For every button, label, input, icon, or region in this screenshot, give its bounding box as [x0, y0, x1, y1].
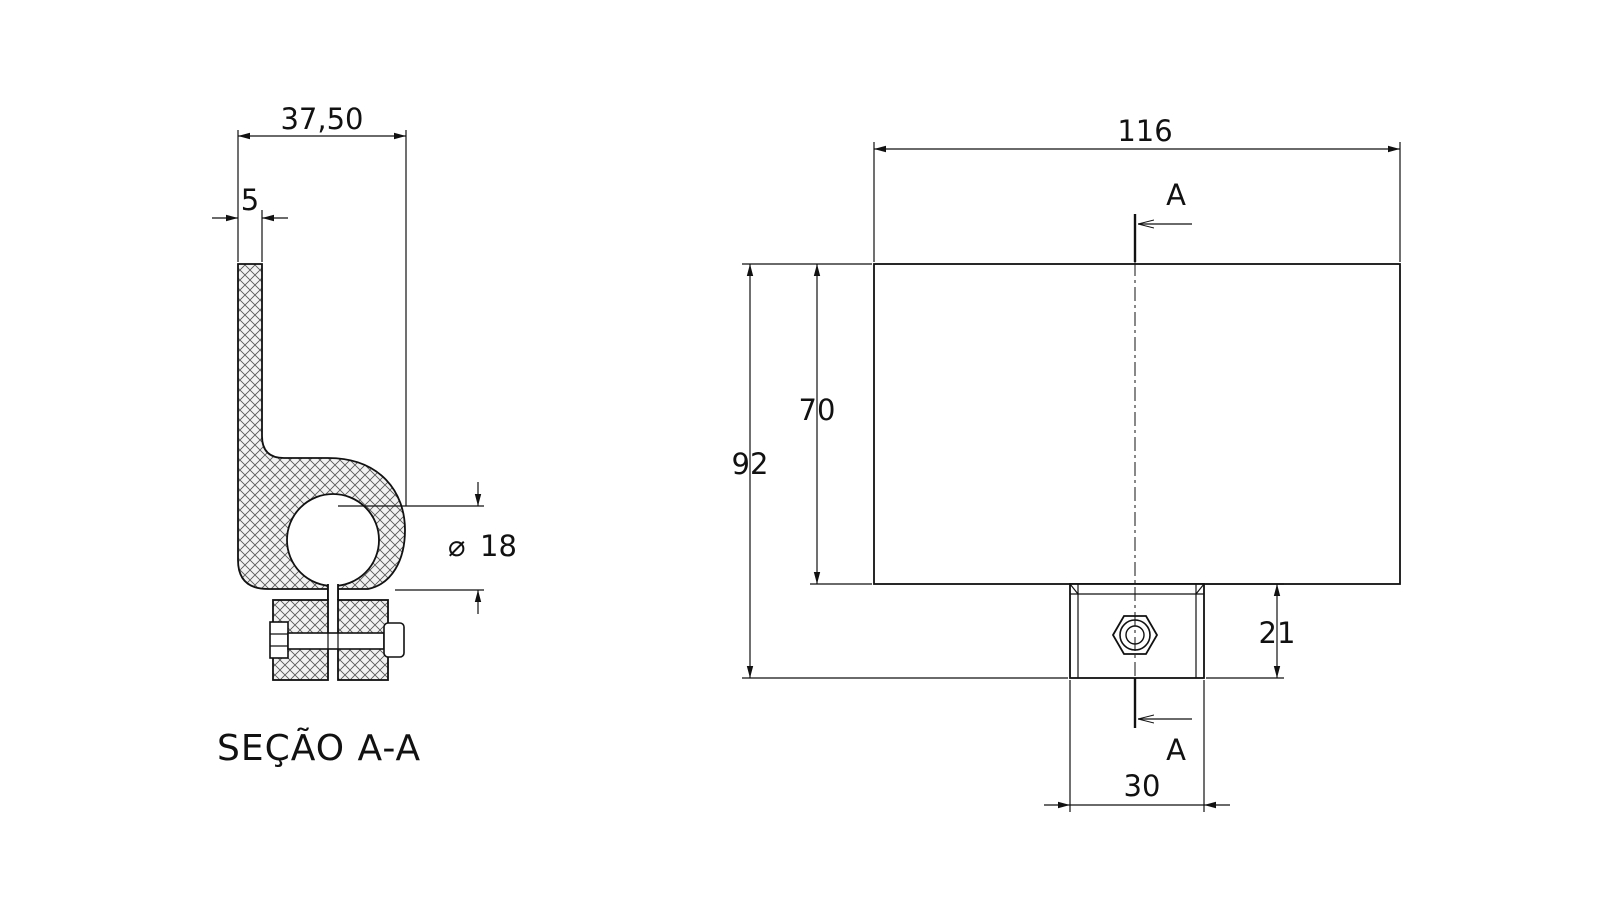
dim-clamp-width-label: 30 — [1124, 769, 1161, 803]
dim-clamp-width: 30 — [1044, 680, 1230, 812]
dim-clamp-height-label: 21 — [1259, 616, 1296, 650]
dim-hole-diameter: ⌀ 18 — [338, 482, 517, 614]
section-cut-bottom: A — [1133, 678, 1192, 767]
dim-plate-height-label: 70 — [799, 393, 836, 427]
diameter-symbol: ⌀ — [448, 529, 465, 563]
section-slot — [328, 584, 338, 602]
section-caption: SEÇÃO A-A — [217, 727, 421, 769]
dim-hole-diameter-label: 18 — [480, 529, 517, 563]
dim-overall-width: 37,50 — [237, 102, 407, 506]
dim-total-width: 116 — [873, 114, 1401, 262]
dim-plate-thickness: 5 — [212, 183, 288, 262]
dim-overall-width-label: 37,50 — [280, 102, 363, 136]
section-cut-top: A — [1133, 178, 1192, 262]
section-label-bottom: A — [1166, 733, 1186, 767]
dim-total-height-label: 92 — [732, 447, 769, 481]
bolt-icon — [269, 621, 405, 659]
dim-total-width-label: 116 — [1117, 114, 1172, 148]
section-hole — [286, 493, 380, 587]
front-view: A A 116 92 70 — [732, 114, 1401, 812]
nut-icon — [1111, 615, 1159, 655]
dim-plate-thickness-label: 5 — [241, 183, 259, 217]
front-plate — [873, 263, 1401, 585]
section-view: 37,50 5 ⌀ 18 SEÇÃO A-A — [212, 102, 517, 769]
dim-total-height: 92 — [732, 263, 1068, 679]
section-label-top: A — [1166, 178, 1186, 212]
dim-plate-height: 70 — [799, 264, 872, 585]
dim-clamp-height: 21 — [1206, 583, 1296, 679]
